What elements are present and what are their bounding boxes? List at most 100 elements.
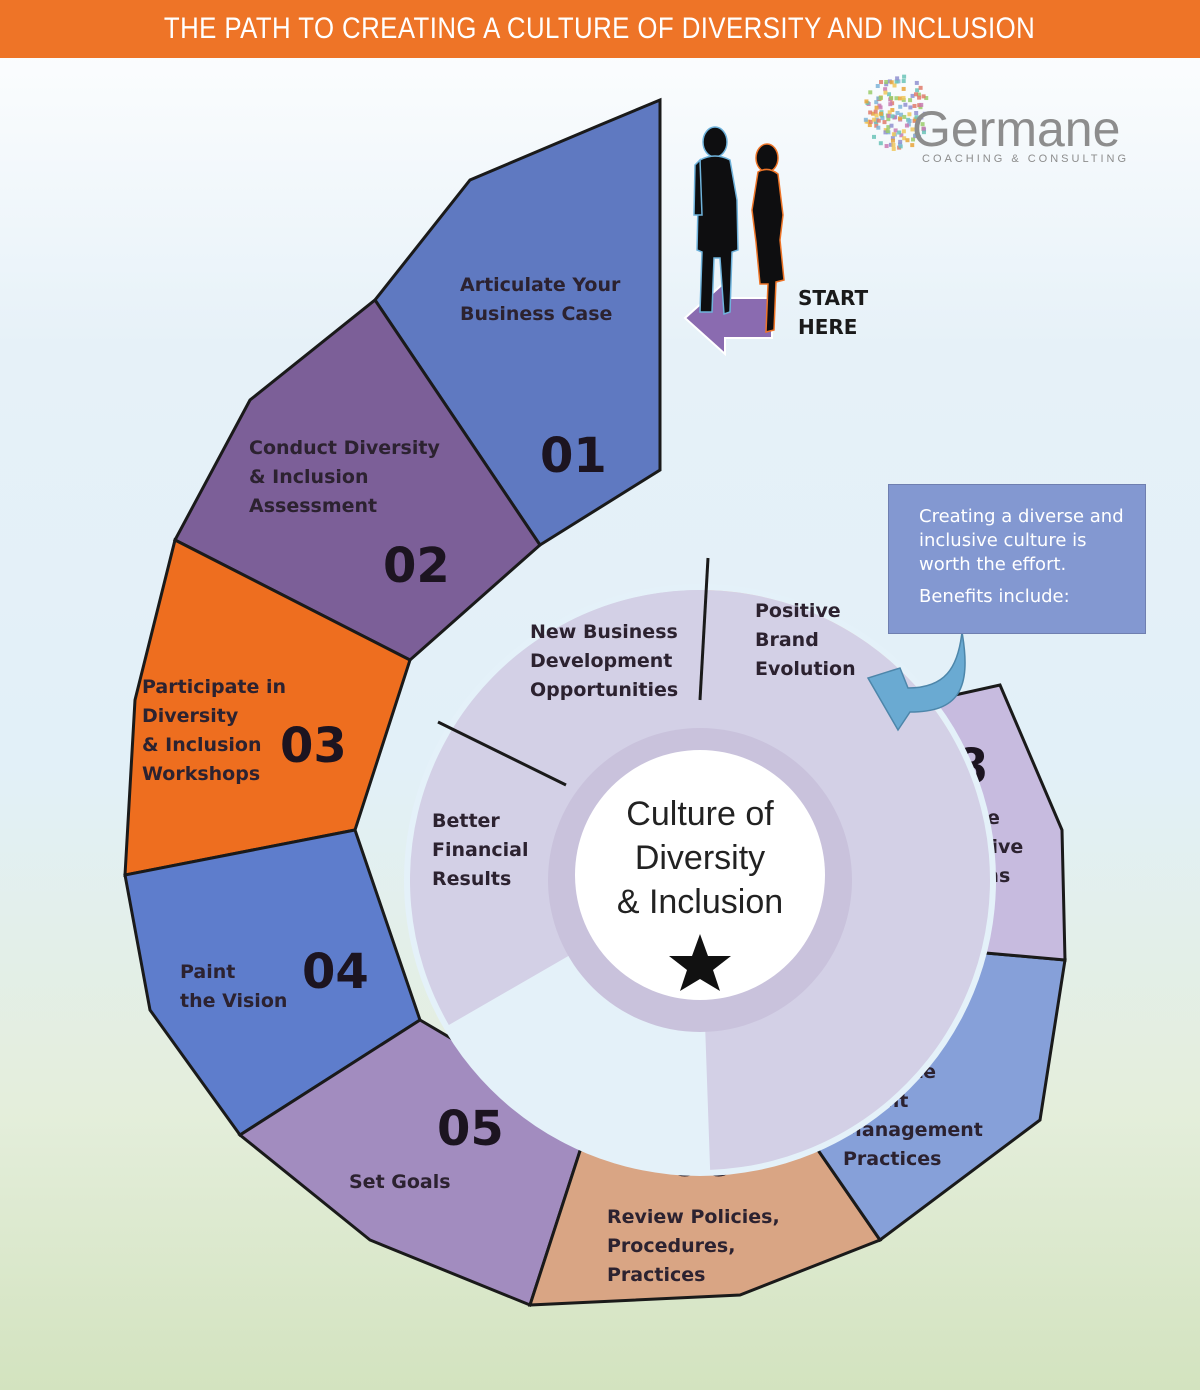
mosaic-dot	[878, 105, 883, 110]
mosaic-dot	[864, 99, 869, 104]
mosaic-dot	[908, 105, 913, 110]
mosaic-dot	[907, 118, 912, 123]
mosaic-dot	[921, 94, 926, 99]
step-label-line: Conduct Diversity	[249, 437, 440, 459]
mosaic-dot	[867, 123, 872, 128]
page-title: THE PATH TO CREATING A CULTURE OF DIVERS…	[164, 12, 1036, 45]
benefit-label-line: Development	[530, 650, 672, 672]
benefit-label-line: Positive	[755, 600, 841, 622]
mosaic-dot	[889, 80, 894, 85]
mosaic-dot	[885, 129, 890, 134]
mosaic-dot	[919, 102, 924, 107]
mosaic-dot	[889, 123, 894, 128]
benefit-divider	[698, 557, 710, 701]
star-icon	[669, 934, 731, 991]
step-label-line: Management	[843, 1119, 983, 1141]
mosaic-dot	[880, 116, 885, 121]
mosaic-dot	[883, 130, 888, 135]
mosaic-dot	[879, 111, 884, 116]
step-label-line: Review Policies,	[607, 1206, 780, 1228]
mosaic-dot	[921, 130, 926, 135]
callout-arrow-icon	[866, 631, 966, 732]
mosaic-dot	[886, 125, 891, 130]
mosaic-dot	[894, 96, 899, 101]
mosaic-dot	[874, 100, 879, 105]
head-mosaic-icon	[863, 74, 929, 151]
mosaic-dot	[872, 117, 877, 122]
mosaic-dot	[895, 110, 900, 115]
step-label-line: & Inclusion	[249, 466, 368, 488]
mosaic-dot	[890, 136, 895, 141]
mosaic-dot	[913, 133, 918, 138]
center-title-line2: Diversity	[635, 839, 765, 877]
mosaic-dot	[883, 90, 888, 95]
benefit-label-line: Better	[432, 810, 500, 832]
mosaic-dot	[920, 122, 925, 127]
title-bar: THE PATH TO CREATING A CULTURE OF DIVERS…	[0, 0, 1200, 58]
mosaic-dot	[887, 110, 892, 115]
mosaic-dot	[878, 141, 883, 146]
mosaic-dot	[893, 128, 898, 133]
mosaic-dot	[887, 92, 892, 97]
mosaic-dot	[899, 133, 904, 138]
step-number: 01	[540, 428, 607, 484]
step-label-line: Diversity	[142, 705, 239, 727]
mosaic-dot	[913, 92, 918, 97]
mosaic-dot	[890, 138, 895, 143]
logo-name: Germane	[912, 101, 1120, 157]
mosaic-dot	[894, 79, 899, 84]
mosaic-dot	[875, 84, 880, 89]
step-label-line: & Inclusion	[142, 734, 261, 756]
mosaic-dot	[914, 80, 919, 85]
benefit-divider	[437, 720, 567, 787]
mosaic-dot	[890, 108, 895, 113]
mosaic-dot	[899, 112, 904, 117]
mosaic-dot	[891, 143, 896, 148]
mosaic-dot	[884, 79, 889, 84]
businesswoman-silhouette-icon	[751, 143, 785, 333]
benefit-label-line: Evolution	[755, 658, 856, 680]
mosaic-dot	[868, 119, 873, 124]
mosaic-dot	[902, 114, 907, 119]
mosaic-dot	[911, 137, 916, 142]
mosaic-dot	[919, 115, 924, 120]
mosaic-dot	[897, 130, 902, 135]
mosaic-dot	[901, 129, 906, 134]
mosaic-dot	[898, 139, 903, 144]
mosaic-dot	[918, 85, 923, 90]
mosaic-dot	[874, 120, 879, 125]
benefit-3	[410, 590, 991, 1170]
step-number: 02	[383, 538, 450, 594]
mosaic-dot	[888, 142, 893, 147]
mosaic-dot	[913, 117, 918, 122]
mosaic-dot	[876, 118, 881, 123]
mosaic-dot	[917, 134, 922, 139]
step-number: 04	[302, 944, 369, 1000]
callout-text: Creating a diverse and inclusive culture…	[919, 506, 1124, 575]
mosaic-dot	[902, 74, 907, 79]
mosaic-dot	[890, 114, 895, 119]
step-label-line: Procedures,	[607, 1235, 735, 1257]
mosaic-dot	[889, 96, 894, 101]
mosaic-dot	[915, 88, 920, 93]
step-label-line: the Vision	[180, 990, 287, 1012]
benefit-shape	[410, 590, 991, 1170]
mosaic-dot	[871, 111, 876, 116]
start-label-line1: START	[798, 286, 868, 310]
businessman-silhouette-icon	[693, 126, 739, 316]
mosaic-dot	[917, 95, 922, 100]
mosaic-dot	[879, 80, 884, 85]
mosaic-dot	[917, 103, 922, 108]
mosaic-dot	[901, 86, 906, 91]
mosaic-dot	[910, 143, 915, 148]
mosaic-dot	[895, 76, 900, 81]
mosaic-dot	[872, 134, 877, 139]
mosaic-dot	[886, 113, 891, 118]
mosaic-dot	[898, 104, 903, 109]
mosaic-dot	[916, 92, 921, 97]
mosaic-dot	[882, 120, 887, 125]
